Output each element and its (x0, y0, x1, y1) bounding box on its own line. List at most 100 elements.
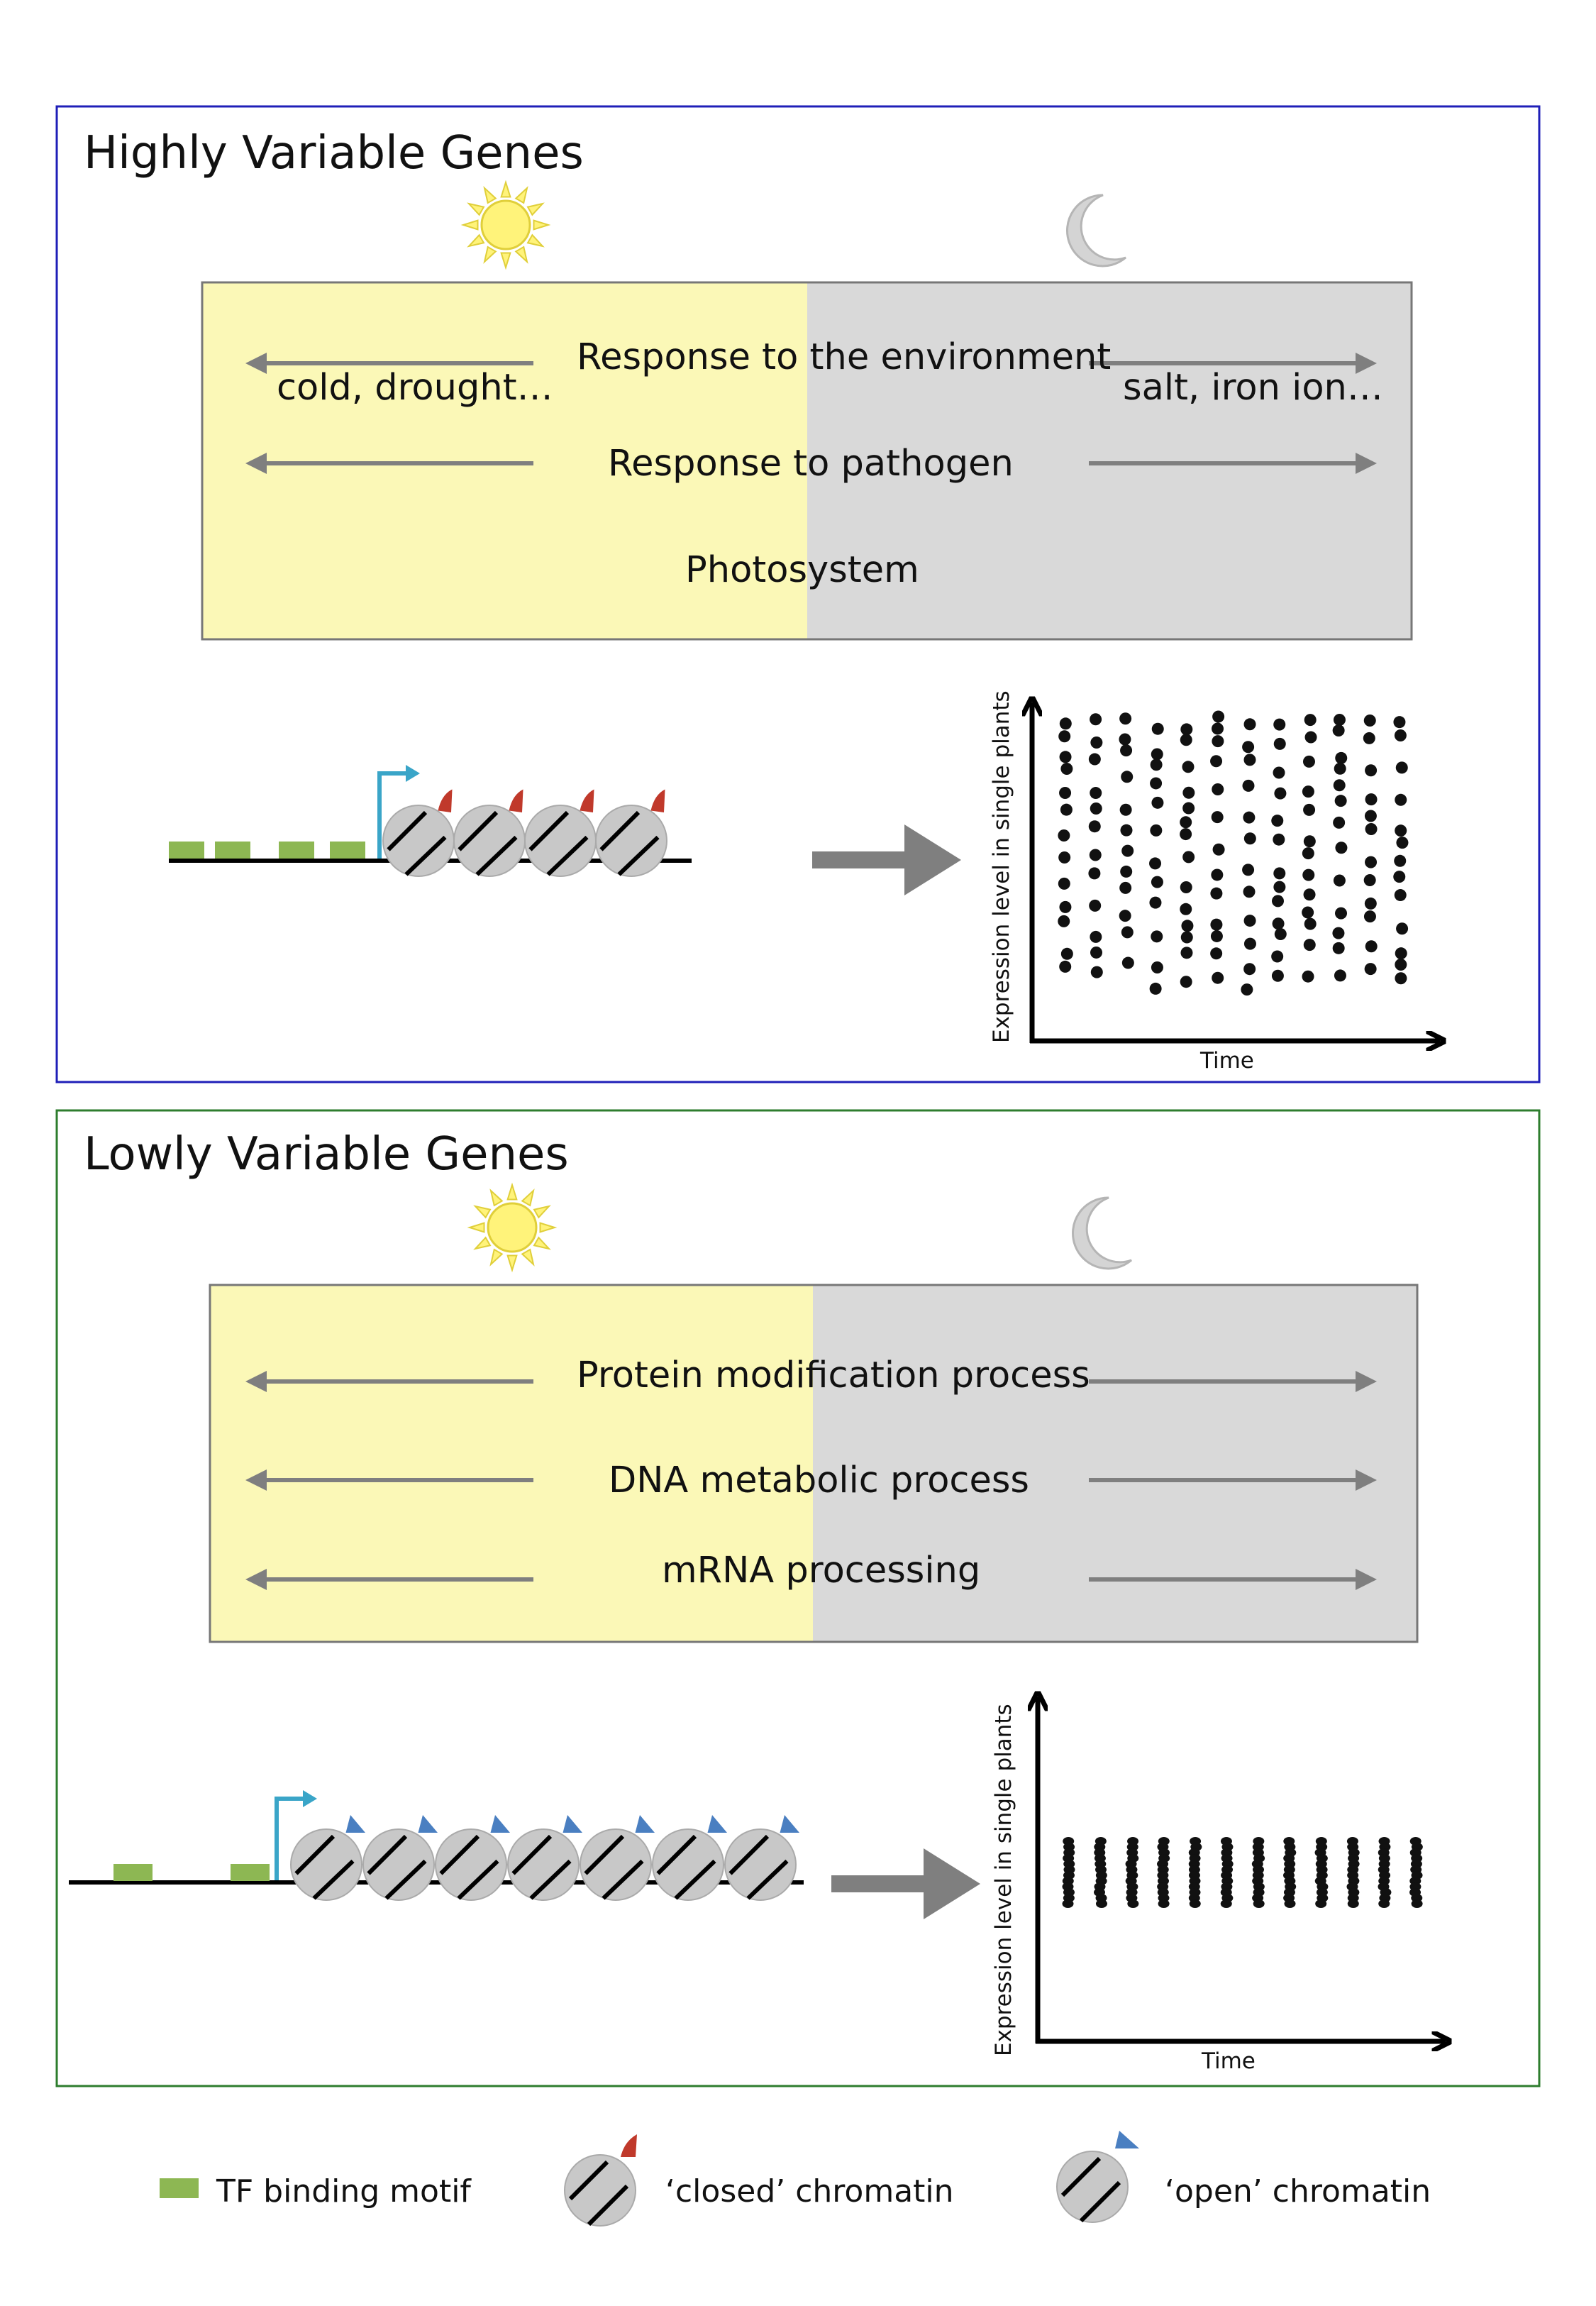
expression-dot (1058, 877, 1070, 890)
low-plot-xlabel: Time (1201, 2048, 1256, 2074)
open-mark-icon (490, 1815, 510, 1833)
nucleosome-icon (362, 1815, 438, 1901)
expression-dot (1243, 754, 1256, 766)
tf-motif-swatch (160, 2178, 199, 2198)
expression-dot (1210, 887, 1223, 900)
low-row-3-label: mRNA processing (662, 1550, 980, 1591)
legend-item-open: ‘open’ chromatin (1056, 2131, 1431, 2223)
expression-dot (1181, 920, 1194, 932)
sun-ray (467, 202, 485, 216)
expression-dot (1334, 969, 1346, 982)
expression-dot (1090, 966, 1103, 978)
legend-open-label: ‘open’ chromatin (1165, 2173, 1431, 2210)
low-expression-plot: Expression level in single plants Time (991, 1697, 1446, 2074)
tss-arrow-icon (377, 771, 411, 859)
expression-dot (1058, 730, 1071, 743)
expression-dot (1332, 942, 1345, 954)
high-row-1-label: Response to the environment (577, 336, 1111, 378)
legend-tf-motif-label: TF binding motif (216, 2173, 472, 2210)
expression-dot (1304, 917, 1317, 930)
expression-dot (1272, 917, 1285, 930)
low-row-1-label: Protein modification process (577, 1355, 1090, 1396)
expression-dot (1242, 779, 1255, 792)
sun-ray (483, 246, 497, 264)
expression-dot (1243, 811, 1256, 824)
expression-dot (1394, 854, 1407, 867)
high-row-2-label: Response to pathogen (608, 443, 1014, 485)
expression-dot (1395, 793, 1407, 806)
sun-ray (467, 1222, 485, 1233)
expression-dot (1189, 1899, 1201, 1908)
moon-icon (1072, 1196, 1132, 1270)
nucleosome-icon (724, 1815, 799, 1901)
expression-dot (1243, 963, 1256, 976)
expression-dot (1090, 946, 1103, 959)
expression-dot (1060, 803, 1073, 816)
low-day-night-band (209, 1284, 1419, 1643)
expression-dot (1088, 820, 1101, 833)
expression-dot (1119, 803, 1132, 816)
expression-dot (1180, 881, 1192, 894)
high-row-1-left-note: cold, drought… (277, 367, 553, 409)
expression-dot (1151, 930, 1163, 943)
expression-dot (1347, 1899, 1359, 1908)
expression-dot (1120, 824, 1133, 837)
expression-dot (1089, 849, 1102, 861)
expression-dot (1058, 915, 1070, 927)
expression-dot (1396, 922, 1409, 935)
sun-ray (521, 1248, 535, 1267)
expression-dot (1271, 969, 1284, 982)
sun-ray (489, 1188, 504, 1207)
expression-dot (1394, 889, 1407, 902)
expression-dot (1302, 847, 1314, 860)
low-panel: Lowly Variable Genes Protein modificatio… (55, 1109, 1541, 2087)
nucleosome-icon (1056, 2151, 1129, 2223)
sun-ray (473, 1236, 492, 1250)
low-row-3: mRNA processing (245, 1550, 1377, 1591)
sun-icon (467, 1182, 558, 1273)
expression-dot (1271, 950, 1284, 963)
open-mark-icon (635, 1815, 655, 1833)
expression-dot (1088, 753, 1101, 766)
expression-dot (1395, 761, 1408, 774)
expression-dot (1284, 1899, 1296, 1908)
expression-dot (1121, 956, 1134, 969)
expression-dot (1242, 741, 1255, 754)
expression-dot (1365, 856, 1378, 868)
expression-dot (1335, 907, 1348, 920)
low-row-1: Protein modification process (245, 1355, 1377, 1396)
expression-dot (1302, 868, 1315, 881)
expression-dot (1364, 963, 1377, 976)
expression-dot (1243, 718, 1256, 731)
nucleosome-icon (507, 1815, 582, 1901)
nucleosome-icon (290, 1815, 365, 1901)
expression-dot (1158, 1899, 1170, 1908)
expression-dot (1365, 940, 1378, 953)
expression-dot (1149, 896, 1162, 909)
expression-dot (1121, 926, 1134, 939)
expression-dot (1243, 886, 1256, 898)
high-plot-ylabel: Expression level in single plants (989, 690, 1014, 1043)
expression-dot (1090, 736, 1103, 749)
day-band (210, 1285, 813, 1642)
sun-ray (489, 1248, 504, 1267)
nucleosome-icon (580, 1815, 655, 1901)
expression-dot (1365, 793, 1378, 806)
open-mark-icon (780, 1815, 799, 1833)
expression-dot (1090, 930, 1102, 943)
expression-dot (1273, 766, 1285, 779)
expression-dot (1210, 947, 1223, 960)
expression-dot (1364, 897, 1377, 910)
high-panel-title: Highly Variable Genes (84, 127, 584, 180)
expression-dot (1090, 713, 1102, 726)
low-panel-title: Lowly Variable Genes (84, 1128, 569, 1181)
expression-dot (1332, 724, 1345, 737)
expression-dot (1395, 824, 1407, 837)
expression-dot (1120, 865, 1133, 878)
expression-dot (1182, 802, 1195, 815)
expression-dot (1212, 722, 1224, 735)
expression-dot (1180, 734, 1192, 746)
expression-dot (1121, 844, 1134, 857)
expression-dot (1243, 832, 1256, 845)
closed-mark-icon (509, 789, 523, 812)
